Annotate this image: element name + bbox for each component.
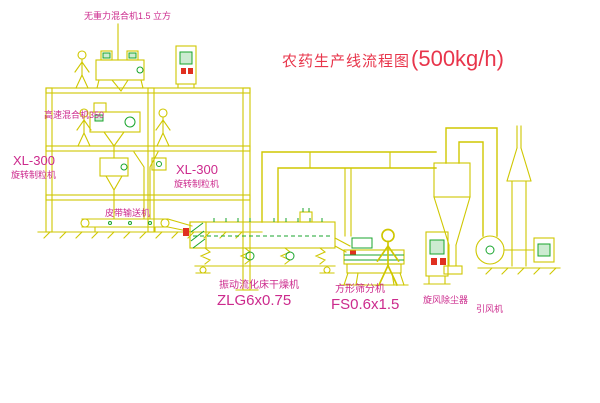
label-granulator-mid-model: XL-300 — [176, 162, 218, 177]
exhaust-duct — [261, 151, 437, 237]
control-panel-right — [423, 231, 451, 285]
diagram-title: 农药生产线流程图 (500kg/h) — [282, 46, 504, 72]
worker-floor2-right — [155, 108, 171, 147]
worker-ground — [376, 228, 400, 286]
worker-top-floor — [74, 50, 90, 89]
label-granulator-left-name: 旋转制粒机 — [11, 170, 57, 180]
granulator-left — [99, 145, 129, 219]
label-belt-conveyor: 皮带输送机 — [105, 208, 151, 218]
label-cyclone: 旋风除尘器 — [423, 295, 469, 305]
label-granulator-left-model: XL-300 — [13, 153, 55, 168]
fluid-bed-dryer — [183, 208, 351, 274]
granulator-mid — [133, 151, 167, 219]
belt-conveyor — [80, 218, 193, 233]
label-sifter-name: 方形筛分机 — [335, 284, 385, 295]
label-high-speed-mixer: 高速混合机350 — [44, 110, 105, 120]
label-sifter-model: FS0.6x1.5 — [331, 296, 400, 313]
label-plow-mixer: 无重力混合机1.5 立方 — [84, 11, 172, 21]
induced-draft-fan — [475, 235, 561, 275]
cyclone — [433, 127, 498, 275]
title-capacity: (500kg/h) — [411, 46, 504, 71]
high-speed-mixer — [89, 102, 141, 147]
label-dryer-model: ZLG6x0.75 — [217, 292, 292, 309]
square-sifter — [339, 237, 409, 286]
label-dryer-name: 振动流化床干燥机 — [219, 280, 299, 291]
title-text: 农药生产线流程图 — [282, 53, 411, 70]
plow-mixer — [95, 23, 145, 92]
label-granulator-mid-name: 旋转制粒机 — [174, 179, 220, 189]
exhaust-stack — [506, 125, 532, 267]
control-panel-top — [175, 45, 197, 89]
label-fan: 引风机 — [476, 304, 504, 314]
ground-hatch — [37, 231, 263, 239]
